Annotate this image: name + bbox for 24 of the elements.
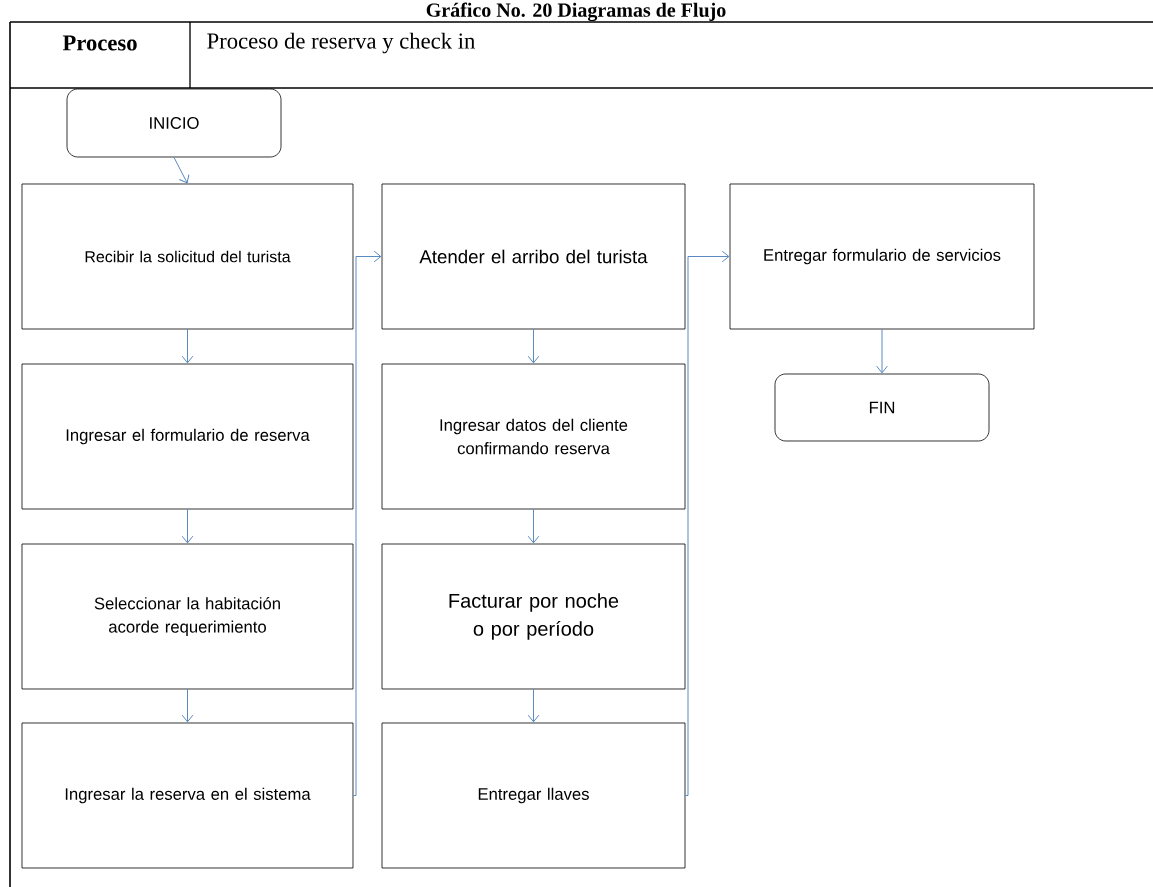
terminal-box: INICIO bbox=[66, 88, 282, 158]
arrow bbox=[181, 508, 194, 544]
table-cell-text: Proceso bbox=[62, 35, 137, 51]
process-box: Recibir la solicitud del turista bbox=[21, 183, 354, 330]
arrow bbox=[181, 688, 194, 723]
process-box: Ingresar la reserva en el sistema bbox=[21, 722, 354, 869]
title: Gráfico No. 20 Diagramas de Flujo bbox=[426, 2, 726, 22]
process-box: Ingresar datos del cliente confirmando reserva bbox=[381, 363, 686, 510]
process-box: Facturar por noche o por período bbox=[381, 543, 686, 690]
arrow bbox=[527, 328, 540, 364]
terminal-box: FIN bbox=[774, 373, 990, 442]
arrow bbox=[876, 328, 888, 374]
process-box: Entregar formulario de servicios bbox=[729, 183, 1035, 330]
process-box: Ingresar el formulario de reserva bbox=[21, 363, 354, 510]
arrow bbox=[352, 250, 382, 796]
arrow bbox=[527, 688, 540, 723]
process-box: Seleccionar la habitación acorde requerimiento bbox=[21, 543, 354, 690]
process-box: Atender el arribo del turista bbox=[381, 183, 686, 330]
arrow bbox=[684, 250, 730, 796]
arrow bbox=[173, 156, 190, 184]
arrow bbox=[181, 328, 194, 364]
table-cell-text: Proceso de reserva y check in bbox=[207, 32, 476, 54]
arrow bbox=[527, 508, 540, 544]
process-box: Entregar llaves bbox=[381, 722, 686, 869]
